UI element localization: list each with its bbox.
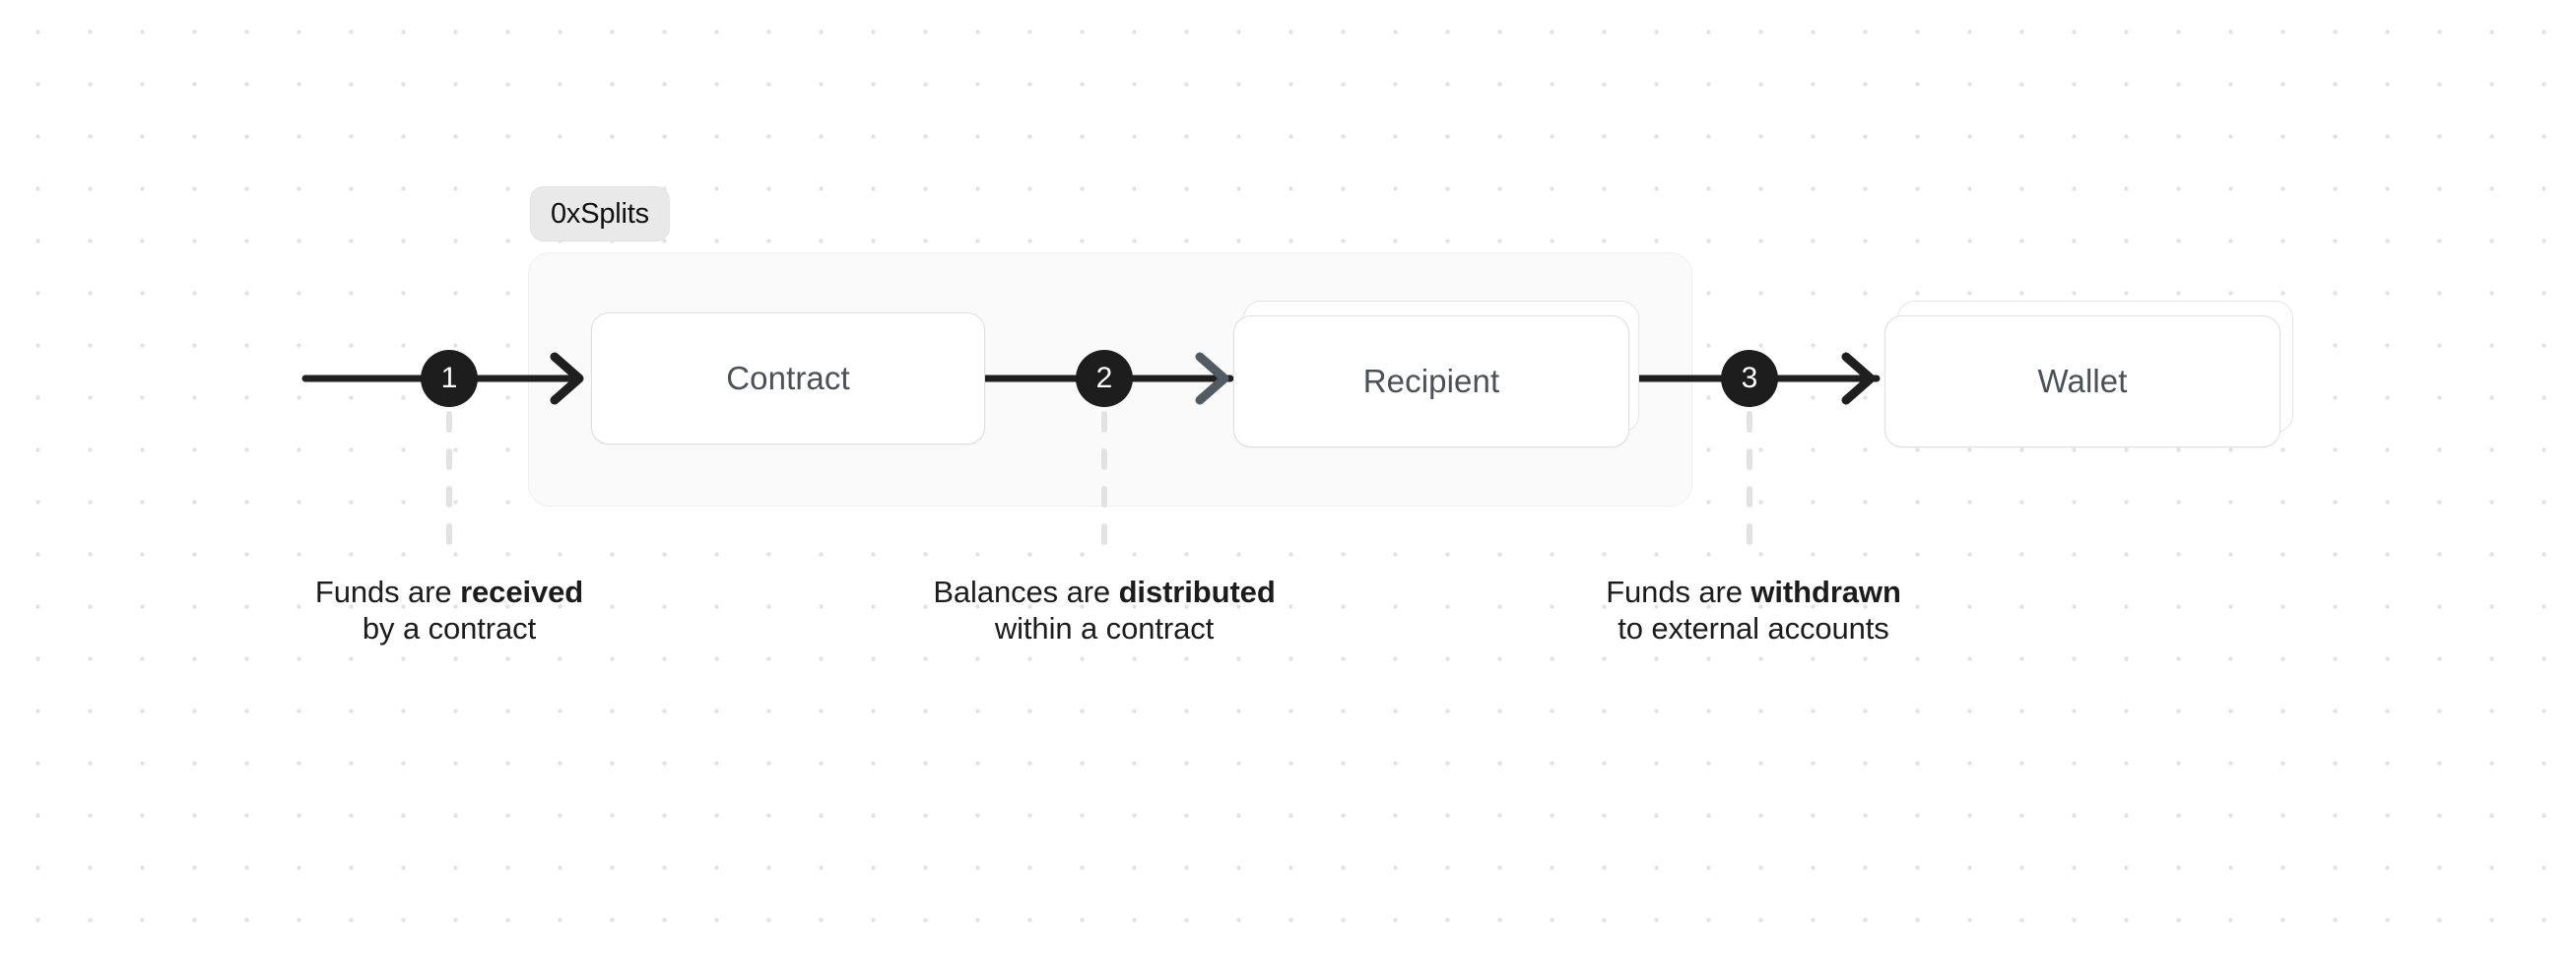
node-contract[interactable]: Contract <box>591 312 985 445</box>
edge-3-arrowhead <box>1841 352 1876 405</box>
caption-step-2-line-2: within a contract <box>994 610 1215 646</box>
caption-step-2-prefix: Balances are <box>933 575 1119 609</box>
caption-step-3-prefix: Funds are <box>1606 575 1751 609</box>
caption-step-3-line-1: Funds are withdrawn <box>1478 575 2029 611</box>
caption-step-3-line-2: to external accounts <box>1618 610 1889 646</box>
caption-step-1-emphasis: received <box>460 575 584 609</box>
caption-step-2-emphasis: distributed <box>1118 575 1276 609</box>
step-badge-2[interactable]: 2 <box>1076 350 1133 407</box>
node-recipient[interactable]: Recipient <box>1233 315 1629 447</box>
group-label-badge: 0xSplits <box>530 186 670 241</box>
step-badge-1[interactable]: 1 <box>421 350 478 407</box>
caption-step-2-line-1: Balances are distributed <box>828 575 1380 611</box>
caption-step-2: Balances are distributed within a contra… <box>828 575 1380 647</box>
caption-step-3-emphasis: withdrawn <box>1750 575 1901 609</box>
caption-step-1: Funds are received by a contract <box>173 575 725 647</box>
caption-step-3: Funds are withdrawn to external accounts <box>1478 575 2029 647</box>
caption-step-1-prefix: Funds are <box>314 575 461 609</box>
step-badge-3[interactable]: 3 <box>1721 350 1778 407</box>
node-wallet[interactable]: Wallet <box>1884 315 2280 447</box>
caption-step-1-line-2: by a contract <box>362 610 537 646</box>
caption-step-1-line-1: Funds are received <box>173 575 725 611</box>
